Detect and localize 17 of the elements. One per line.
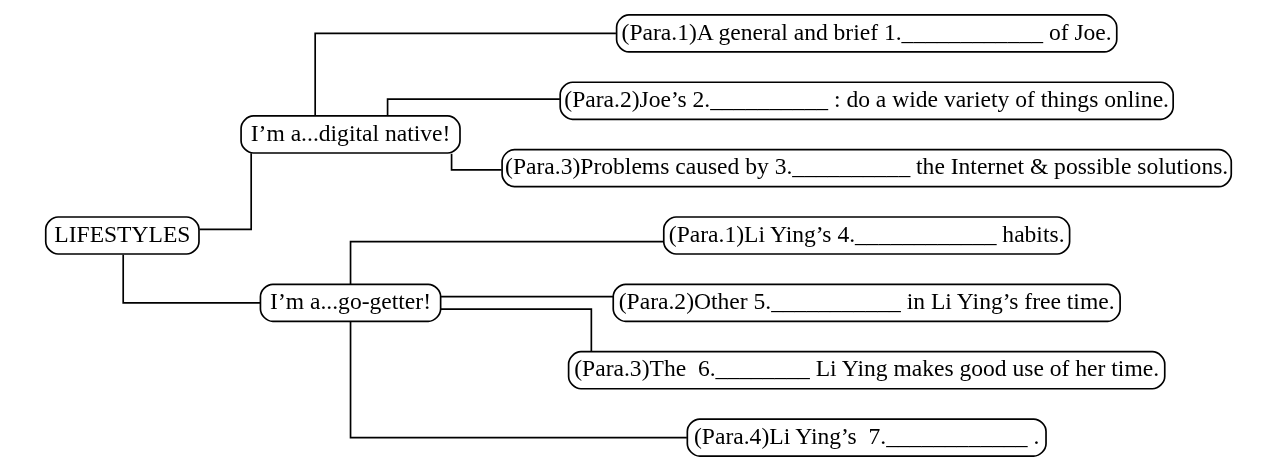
node-box: I’m a...digital native! — [239, 115, 461, 154]
connector — [439, 295, 614, 298]
node-box: (Para.3)Problems caused by 3.__________ the Internet & possible solutions. — [500, 148, 1232, 188]
node-box: (Para.4)Li Ying’s 7.____________ . — [686, 418, 1047, 457]
connector — [349, 240, 664, 285]
connector — [439, 308, 592, 353]
node-box: (Para.3)The 6.________ Li Ying makes good use of her time. — [567, 350, 1166, 390]
node-box: I’m a...go-getter! — [259, 283, 441, 323]
node-box: (Para.1)A general and brief 1.____________ of Joe. — [615, 14, 1118, 53]
node-box: (Para.1)Li Ying’s 4.____________ habits. — [662, 216, 1070, 255]
node-box: (Para.2)Joe’s 2.__________ : do a wide variety of things online. — [558, 81, 1174, 121]
node-box: (Para.2)Other 5.___________ in Li Ying’s free time. — [611, 283, 1121, 323]
connector — [198, 152, 252, 231]
connector — [121, 253, 261, 304]
connector — [349, 320, 688, 439]
node-box: LIFESTYLES — [44, 216, 200, 255]
connector — [313, 32, 617, 117]
